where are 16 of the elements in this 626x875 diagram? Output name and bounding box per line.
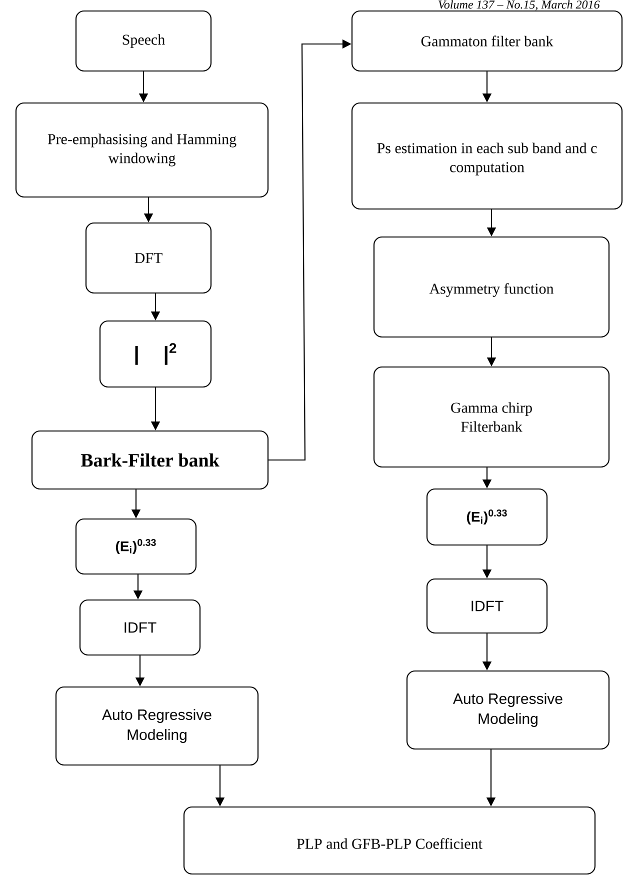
process-box: (E$_{i}$)$^{0.33}$	[426, 488, 548, 546]
process-box: (E$_{i}$)$^{0.33}$	[75, 518, 197, 575]
process-box: PLP and GFB-PLP Coefficient	[183, 806, 596, 875]
process-box: Ps estimation in each sub band and c computation	[351, 102, 623, 210]
process-box: IDFT	[426, 578, 548, 634]
process-box: Gammaton filter bank	[351, 10, 623, 72]
process-box: DFT	[85, 222, 212, 294]
process-box: Bark-Filter bank	[31, 430, 269, 490]
process-box: Auto Regressive Modeling	[406, 670, 610, 750]
process-box: | |$^{2}$	[99, 320, 212, 388]
process-box: Speech	[75, 10, 212, 72]
process-box: Asymmetry function	[373, 236, 610, 338]
process-box: IDFT	[79, 599, 201, 656]
process-box: Auto Regressive Modeling	[55, 686, 259, 766]
process-box: Gamma chirp Filterbank	[373, 366, 610, 468]
process-box: Pre-emphasising and Hamming windowing	[15, 102, 269, 198]
